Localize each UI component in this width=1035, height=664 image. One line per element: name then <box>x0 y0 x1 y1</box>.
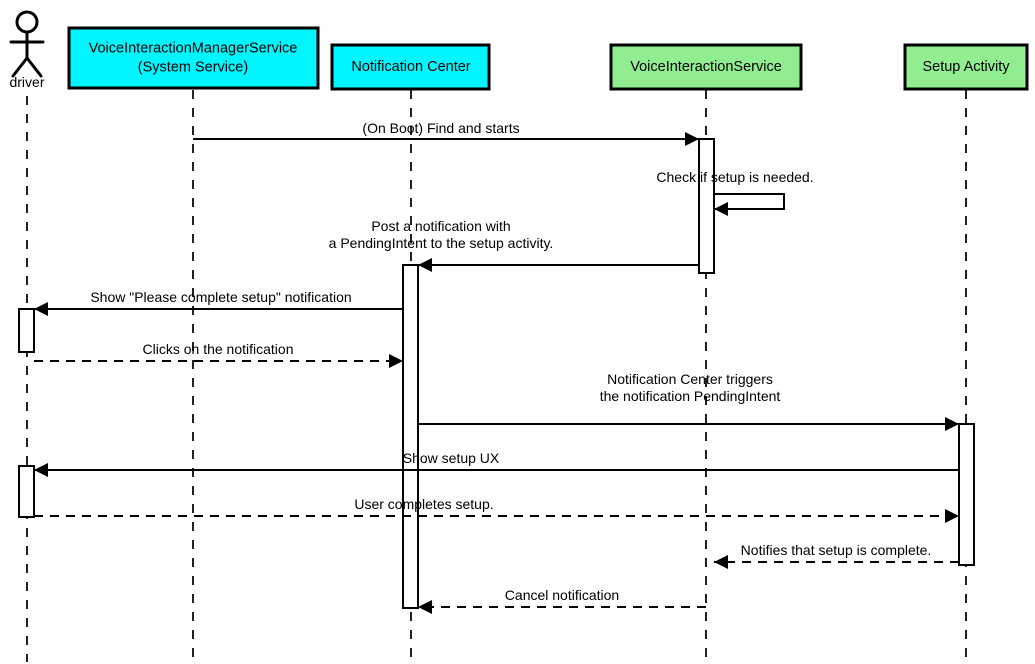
message-msg-1[interactable]: (On Boot) Find and starts <box>193 120 699 146</box>
activation-bar-setup <box>958 423 975 566</box>
activation-bar-notif <box>402 264 419 609</box>
message-label-msg-10-line-0: Cancel notification <box>505 587 619 603</box>
lifelines-group <box>26 90 967 662</box>
message-msg-2-self[interactable]: Check if setup is needed. <box>656 169 814 216</box>
participants-group: driver VoiceInteractionManagerService (Sys… <box>9 10 1029 91</box>
participant-driver[interactable]: driver <box>9 10 45 90</box>
message-msg-9[interactable]: Notifies that setup is complete. <box>714 542 959 569</box>
message-label-msg-1-line-0: (On Boot) Find and starts <box>362 120 519 136</box>
participant-vims[interactable]: VoiceInteractionManagerService (System Se… <box>67 26 320 90</box>
message-arrowhead-msg-6 <box>945 417 959 431</box>
activation-bar-vis <box>698 138 715 274</box>
activations-group <box>18 138 975 609</box>
message-msg-10[interactable]: Cancel notification <box>418 587 706 614</box>
participant-vis[interactable]: VoiceInteractionService <box>609 43 803 91</box>
actor-head-icon <box>15 10 39 34</box>
message-msg-7[interactable]: Show setup UX <box>34 450 959 477</box>
message-arrowhead-msg-10 <box>418 600 432 614</box>
message-arrowhead-msg-8 <box>945 509 959 523</box>
message-label-msg-5-line-0: Clicks on the notification <box>143 341 294 357</box>
message-label-msg-8-line-0: User completes setup. <box>354 496 493 512</box>
message-arrowhead-msg-5 <box>389 354 403 368</box>
message-msg-4[interactable]: Show "Please complete setup" notificatio… <box>34 289 403 316</box>
message-label-msg-3-line-0: Post a notification with <box>371 218 510 234</box>
participant-label-vims-line-1: (System Service) <box>138 59 248 75</box>
message-label-msg-2-self-line-0: Check if setup is needed. <box>656 169 813 185</box>
message-label-msg-4-line-0: Show "Please complete setup" notificatio… <box>90 289 351 305</box>
message-self-path-msg-2-self <box>714 193 785 210</box>
message-label-msg-9-line-0: Notifies that setup is complete. <box>741 542 932 558</box>
participant-box-setup[interactable] <box>903 43 1029 91</box>
participant-label-vims-line-0: VoiceInteractionManagerService <box>89 40 298 56</box>
message-label-msg-6-line-1: the notification PendingIntent <box>600 388 781 404</box>
message-arrowhead-msg-3 <box>418 258 432 272</box>
message-msg-5[interactable]: Clicks on the notification <box>34 341 403 368</box>
activation-bar-driver <box>18 308 35 353</box>
actor-leg-right-icon <box>25 56 43 78</box>
participant-label-notif-line-0: Notification Center <box>351 59 470 75</box>
message-arrowhead-msg-4 <box>34 302 48 316</box>
message-arrowhead-msg-7 <box>34 463 48 477</box>
message-arrowhead-msg-1 <box>685 132 699 146</box>
message-label-msg-3-line-1: a PendingIntent to the setup activity. <box>329 235 554 251</box>
participant-label-vis-line-0: VoiceInteractionService <box>630 59 782 75</box>
participant-label-setup-line-0: Setup Activity <box>922 59 1010 75</box>
participant-box-notif[interactable] <box>330 43 491 91</box>
actor-leg-left-icon <box>11 56 29 78</box>
activation-bar-driver <box>18 465 35 518</box>
message-arrowhead-msg-2-self <box>714 202 728 216</box>
message-arrowhead-msg-9 <box>714 555 728 569</box>
participant-box-vims[interactable] <box>67 26 320 90</box>
message-msg-8[interactable]: User completes setup. <box>34 496 959 523</box>
participant-box-vis[interactable] <box>609 43 803 91</box>
participant-setup[interactable]: Setup Activity <box>903 43 1029 91</box>
message-label-msg-7-line-0: Show setup UX <box>403 450 500 466</box>
message-label-msg-6-line-0: Notification Center triggers <box>607 371 773 387</box>
participant-notif[interactable]: Notification Center <box>330 43 491 91</box>
actor-name-label: driver <box>9 74 44 90</box>
